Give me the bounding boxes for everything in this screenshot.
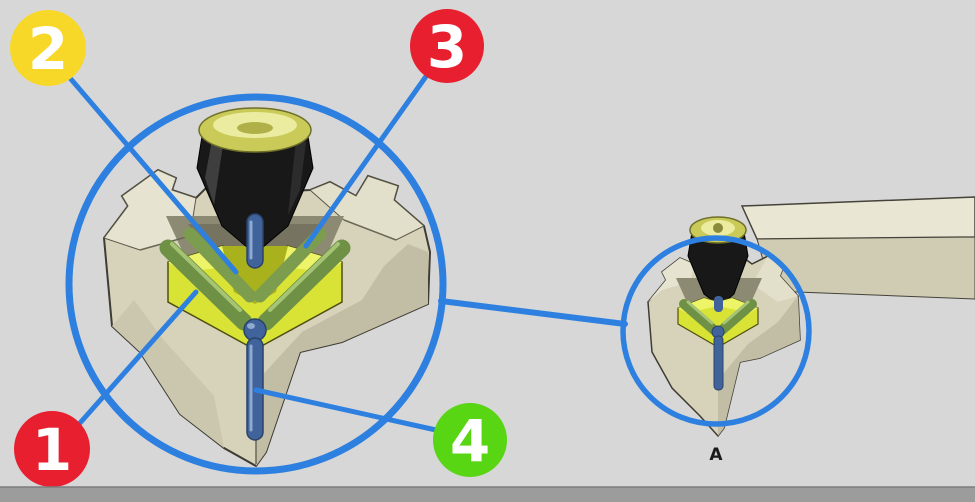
callout-1-label: 1 (32, 416, 72, 484)
footer-strip (0, 487, 975, 502)
callout-4-circle (433, 403, 507, 477)
coolant-pin-left-inner (183, 227, 257, 303)
coolant-pin-left-outer (159, 239, 253, 331)
insert-clamp-highlight-left (205, 138, 224, 205)
callout-3: 3 (410, 9, 484, 83)
callout-4-label: 4 (450, 407, 490, 475)
holder-right-face (256, 244, 428, 466)
overview-holder-top-right-face (752, 256, 798, 302)
detail-highlight-ring (65, 93, 447, 475)
callout-2: 2 (10, 10, 86, 86)
callout-2-leader (67, 75, 239, 275)
callout-1: 1 (14, 411, 90, 487)
callout-4-leader (253, 387, 439, 433)
overview-coolant-pin-left-highlight (686, 300, 714, 325)
coolant-pin-left-highlight (170, 242, 242, 312)
shank-top-face (740, 196, 975, 240)
callout-2-circle (10, 10, 86, 86)
coolant-pin-right-outer (257, 239, 351, 331)
pin-blue-ball-highlight (247, 323, 255, 329)
insert-clamp-highlight-right (288, 140, 306, 215)
overview-coolant-pin-left (679, 299, 719, 335)
holder-left-face-shade (112, 300, 224, 448)
callout-3-circle (410, 9, 484, 83)
overview-holder-right-face (718, 296, 800, 436)
callout-1-leader (77, 289, 199, 426)
overview-clamp-screw-center (713, 223, 723, 233)
detail-view (65, 93, 447, 475)
callout-2-label: 2 (28, 15, 68, 83)
overview-pin-blue-lower (713, 335, 724, 391)
callout-4: 4 (433, 403, 507, 477)
clamp-screw-center (237, 122, 273, 134)
callout-3-leader (303, 72, 430, 249)
callout-1-circle (14, 411, 90, 487)
callout-3-label: 3 (427, 13, 467, 81)
coolant-pin-right-highlight (268, 242, 340, 312)
overview-pin-blue-upper (714, 296, 723, 312)
overview-highlight-ring (620, 235, 812, 427)
view-label: A (709, 445, 723, 465)
detail-connector-line (438, 298, 628, 327)
overview-coolant-pin-right-highlight (722, 300, 750, 325)
pin-blue-upper (246, 213, 264, 269)
overview-view: A (620, 196, 975, 465)
overview-coolant-pin-right (717, 299, 757, 335)
overview-holder-top-left-face (648, 258, 694, 302)
leader-lines (67, 72, 439, 433)
